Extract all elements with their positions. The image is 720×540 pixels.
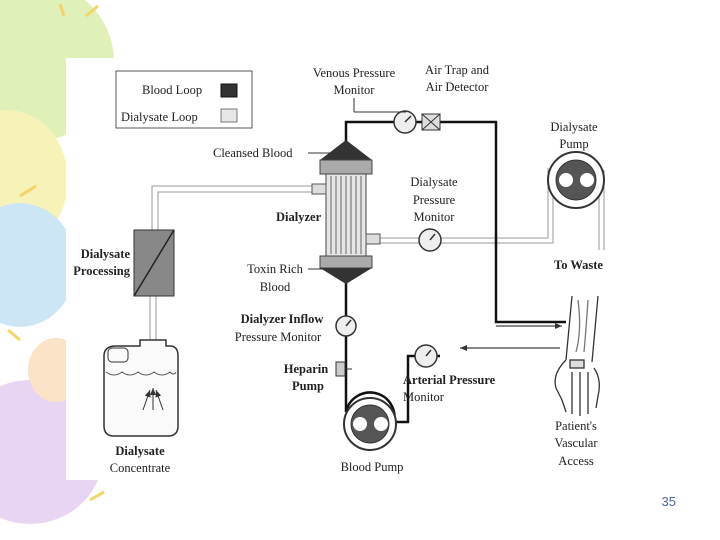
dialysate-concentrate-label-line2: Concentrate [110,461,171,475]
arterial-pressure-gauge [414,344,438,368]
dialysate-pressure-monitor-label-line1: Dialysate [410,175,458,189]
legend-dialysate-loop-label: Dialysate Loop [121,110,198,124]
legend-blood-loop-label: Blood Loop [142,83,202,97]
to-waste-label: To Waste [554,258,603,272]
dialysate-pressure-gauge [418,228,442,252]
dialysate-pump-label-line2: Pump [559,137,588,151]
dialysate-loop [149,168,605,344]
patient-access-label-line2: Vascular [554,436,598,450]
venous-pressure-gauge [393,110,417,134]
toxin-rich-blood-label-line1: Toxin Rich [247,262,303,276]
dialyzer-inflow-gauge [335,315,357,337]
dialyzer-inflow-monitor-label-line2: Pressure Monitor [235,330,322,344]
air-trap-label-line2: Air Detector [426,80,490,94]
legend: Blood Loop Dialysate Loop [115,70,253,129]
legend-blood-swatch [220,83,238,98]
dialyzer-inflow-monitor-label-line1: Dialyzer Inflow [241,312,324,326]
blood-pump-label: Blood Pump [341,460,404,474]
diagram-labels: Venous Pressure Monitor Air Trap and Air… [73,63,603,475]
blood-pump [343,397,397,451]
heparin-pump-label-line1: Heparin [284,362,328,376]
dialysate-concentrate-label-line1: Dialysate [115,444,165,458]
arterial-pressure-monitor-label-line1: Arterial Pressure [403,373,496,387]
heparin-pump-label-line2: Pump [292,379,324,393]
toxin-rich-blood-label-line2: Blood [260,280,291,294]
patient-access-label-line3: Access [558,454,594,468]
dialysate-processing-label-line1: Dialysate [81,247,131,261]
cleansed-blood-label: Cleansed Blood [213,146,293,160]
heparin-pump-syringe [335,361,352,377]
dialysate-processing-unit [133,229,175,297]
dialysate-concentrate-jug [103,339,179,437]
dialysate-pressure-monitor-label-line3: Monitor [414,210,456,224]
air-trap-label-line1: Air Trap and [425,63,490,77]
dialysate-pressure-monitor-label-line2: Pressure [413,193,456,207]
venous-pressure-monitor-label-line1: Venous Pressure [313,66,396,80]
dialysate-pump [547,151,605,209]
arterial-pressure-monitor-label-line2: Monitor [403,390,445,404]
dialysate-pump-label-line1: Dialysate [550,120,598,134]
slide-number: 35 [661,494,676,509]
patient-arm-icon [554,295,600,416]
air-trap-detector [421,113,441,131]
dialyzer-label: Dialyzer [276,210,322,224]
balloon-blue-decoration [0,203,76,327]
venous-pressure-monitor-label-line2: Monitor [334,83,376,97]
dialyzer [311,140,381,284]
legend-dialysate-swatch [220,108,238,123]
dialysate-processing-label-line2: Processing [73,264,130,278]
patient-access-label-line1: Patient's [555,419,597,433]
